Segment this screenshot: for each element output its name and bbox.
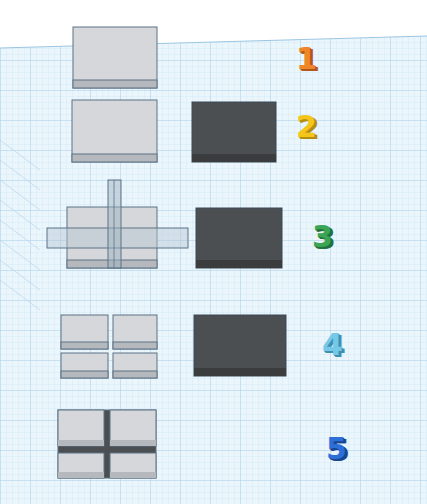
grey-box [72, 100, 157, 162]
grouped-box [58, 410, 156, 478]
dark-hole-box [194, 315, 286, 376]
workplane [0, 36, 427, 504]
callout-number: 1 [296, 44, 317, 74]
transparent-slab [47, 180, 188, 268]
dark-hole-box [192, 102, 276, 162]
grey-box-piece [61, 315, 157, 378]
callout-number: 2 [296, 112, 317, 142]
workplane-edge [0, 36, 427, 48]
perspective-lines [0, 140, 40, 310]
callout-number: 5 [326, 434, 347, 464]
dark-hole-box [196, 208, 282, 268]
grey-box [73, 27, 157, 88]
workplane-grid [0, 36, 427, 504]
callout-number: 3 [312, 222, 333, 252]
callout-number: 4 [322, 330, 343, 360]
